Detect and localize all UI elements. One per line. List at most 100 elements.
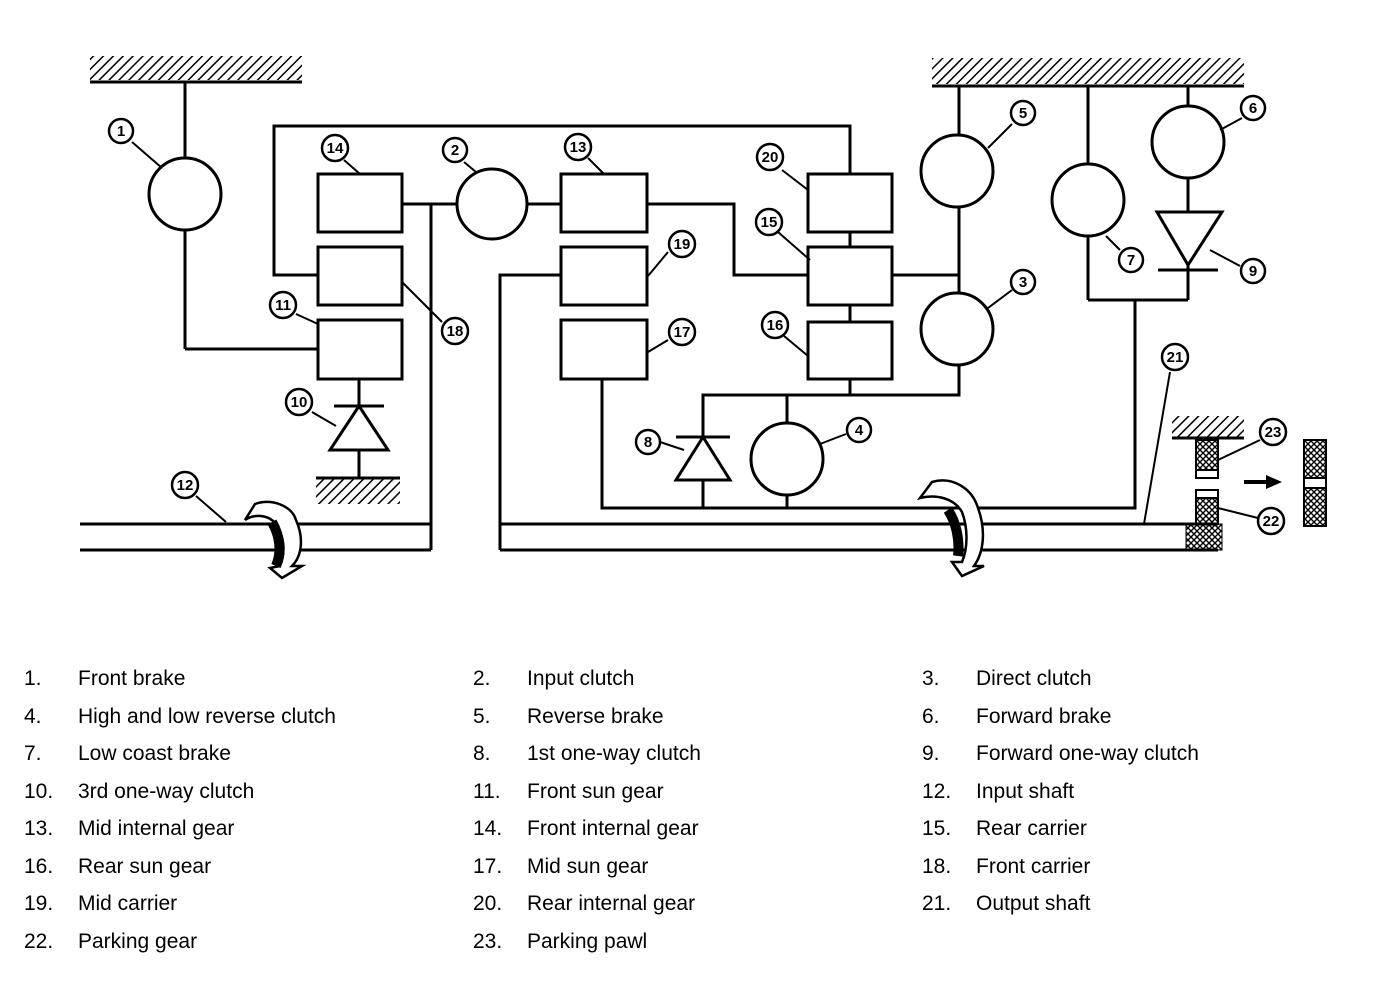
legend-row: 22. Parking gear 23.Parking pawl xyxy=(24,925,1364,963)
svg-text:21: 21 xyxy=(1167,349,1184,366)
legend-label: Mid sun gear xyxy=(527,854,649,878)
legend-label: 1st one-way clutch xyxy=(527,742,701,765)
callout-2: 2 xyxy=(441,136,469,164)
legend-item: 5.Reverse brake xyxy=(473,700,664,734)
component-legend: 1.Front brake 2.Input clutch 3.Direct cl… xyxy=(24,662,1364,962)
legend-item: 21.Output shaft xyxy=(922,887,1090,921)
svg-text:15: 15 xyxy=(761,214,778,231)
legend-label: Input clutch xyxy=(527,667,635,690)
callout-13: 13 xyxy=(563,132,593,162)
legend-item: 23.Parking pawl xyxy=(473,925,647,959)
legend-item: 15. Rear carrier xyxy=(922,812,1087,846)
legend-row: 19.Mid carrier 20.Rear internal gear 21.… xyxy=(24,887,1364,925)
parking-gear-hub xyxy=(1185,523,1223,551)
parking-pawl-tip xyxy=(1195,469,1219,479)
legend-number: 1. xyxy=(24,667,42,690)
legend-label: Front internal gear xyxy=(527,817,699,840)
legend-item: 18. Front carrier xyxy=(922,850,1090,884)
ground-pawl xyxy=(1172,416,1244,438)
gear-15-box xyxy=(806,245,894,307)
svg-text:6: 6 xyxy=(1249,100,1257,117)
legend-number: 7. xyxy=(24,742,42,765)
legend-item: 19. Mid carrier xyxy=(24,887,177,921)
legend-label: Rear carrier xyxy=(976,817,1087,840)
legend-label: Input shaft xyxy=(976,779,1075,803)
legend-number: 10. xyxy=(24,779,54,803)
legend-label: High and low reverse clutch xyxy=(78,704,336,728)
legend-number: 21. xyxy=(922,892,952,915)
legend-label: Forward brake xyxy=(976,704,1112,728)
brake-7-circle xyxy=(1050,162,1126,238)
legend-number: 18. xyxy=(922,854,952,878)
svg-text:19: 19 xyxy=(674,236,691,253)
legend-row: 16. Rear sun gear 17. Mid sun gear 18. Fron… xyxy=(24,850,1364,888)
legend-item: 4. High and low reverse clutch xyxy=(24,700,336,734)
svg-text:16: 16 xyxy=(767,317,784,334)
legend-item: 11. Front sun gear xyxy=(473,775,664,809)
legend-number: 6. xyxy=(922,704,940,728)
svg-text:18: 18 xyxy=(447,323,464,340)
callout-12: 12 xyxy=(170,470,200,500)
legend-label: 3rd one-way clutch xyxy=(78,779,255,803)
engage-direction-arrow xyxy=(1244,475,1282,489)
callout-18: 18 xyxy=(440,316,470,346)
legend-item: 13.Mid internal gear xyxy=(24,812,234,846)
callout-20: 20 xyxy=(755,142,785,172)
connection-lines xyxy=(80,80,1244,552)
legend-number: 8. xyxy=(473,742,491,765)
input-rotation-arrow xyxy=(243,500,307,580)
callout-9: 9 xyxy=(1239,257,1267,285)
clutch-4-circle xyxy=(749,421,825,497)
gear-17-box xyxy=(559,318,649,381)
svg-text:13: 13 xyxy=(570,139,587,156)
svg-text:12: 12 xyxy=(177,477,194,494)
legend-number: 11. xyxy=(473,779,501,803)
legend-label: Front carrier xyxy=(976,854,1091,878)
gear-18-box xyxy=(316,245,404,307)
legend-label: Forward one-way clutch xyxy=(976,742,1199,765)
legend-label: Rear sun gear xyxy=(78,854,212,878)
callout-3: 3 xyxy=(1009,268,1037,296)
legend-row: 1.Front brake 2.Input clutch 3.Direct cl… xyxy=(24,662,1364,700)
gear-20-box xyxy=(806,172,894,234)
legend-number: 13. xyxy=(24,817,54,840)
callout-11: 11 xyxy=(268,290,298,320)
callout-14: 14 xyxy=(320,133,350,163)
gear-11-box xyxy=(316,318,404,381)
legend-item: 14. Front internal gear xyxy=(473,812,699,846)
callout-leaders xyxy=(131,117,1261,525)
oneway-clutch-9-symbol xyxy=(1154,210,1225,272)
ground-right xyxy=(932,58,1244,84)
legend-item: 2. Input clutch xyxy=(473,662,634,696)
legend-number: 22. xyxy=(24,929,54,953)
legend-row: 4. High and low reverse clutch 5.Reverse … xyxy=(24,700,1364,738)
gear-14-box xyxy=(316,172,404,234)
callout-8: 8 xyxy=(634,428,662,456)
legend-label: Parking gear xyxy=(78,929,198,953)
callout-4: 4 xyxy=(845,416,873,444)
parking-detail-lower xyxy=(1303,487,1327,527)
callout-1: 1 xyxy=(107,117,135,145)
legend-label: Front sun gear xyxy=(527,779,664,803)
svg-text:5: 5 xyxy=(1019,105,1027,122)
callout-16: 16 xyxy=(760,310,790,340)
legend-label: Front brake xyxy=(78,667,186,690)
legend-number: 2. xyxy=(473,667,491,690)
svg-text:2: 2 xyxy=(451,142,459,159)
legend-number: 14. xyxy=(473,817,503,840)
callout-15: 15 xyxy=(754,207,784,237)
gear-19-box xyxy=(559,245,649,307)
legend-label: Mid carrier xyxy=(78,892,178,915)
legend-number: 19. xyxy=(24,892,54,915)
legend-number: 5. xyxy=(473,704,491,728)
svg-text:4: 4 xyxy=(855,422,864,439)
legend-label: Parking pawl xyxy=(527,929,648,953)
legend-number: 15. xyxy=(922,817,952,840)
legend-number: 4. xyxy=(24,704,42,728)
legend-number: 16. xyxy=(24,854,54,878)
parking-pawl-block xyxy=(1195,439,1219,471)
output-rotation-arrow xyxy=(916,479,985,578)
legend-number: 17. xyxy=(473,854,503,878)
svg-text:10: 10 xyxy=(291,394,308,411)
callout-23: 23 xyxy=(1258,417,1288,447)
